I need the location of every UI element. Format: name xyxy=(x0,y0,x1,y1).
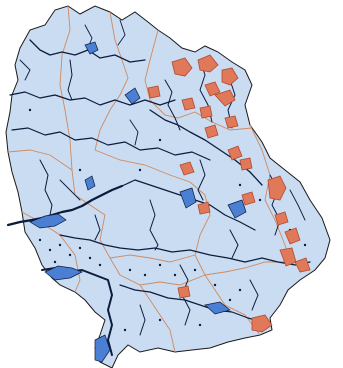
small-lake xyxy=(28,108,32,112)
river xyxy=(11,127,211,161)
small-lake xyxy=(78,168,82,172)
small-lake xyxy=(228,298,232,302)
small-lake xyxy=(158,263,162,267)
highlighted-area xyxy=(241,191,256,206)
lake xyxy=(227,199,247,219)
small-lake xyxy=(258,198,262,202)
district-border xyxy=(249,124,291,263)
small-lake xyxy=(48,248,52,252)
river xyxy=(139,304,146,336)
highlighted-areas xyxy=(147,54,311,333)
highlighted-area xyxy=(251,314,273,333)
river xyxy=(59,234,311,266)
small-lake xyxy=(78,246,82,250)
highlighted-area xyxy=(224,115,239,129)
highlighted-area xyxy=(294,257,311,273)
district-border xyxy=(204,274,261,336)
small-lake xyxy=(128,268,132,272)
river xyxy=(67,59,73,101)
lakes xyxy=(29,41,247,363)
lake-large xyxy=(44,265,83,281)
small-lake xyxy=(53,260,57,264)
highlighted-area xyxy=(204,124,219,139)
river xyxy=(229,229,239,259)
district-border xyxy=(109,254,196,263)
highlighted-area xyxy=(181,97,196,111)
rivers xyxy=(6,19,311,356)
small-lake xyxy=(238,288,242,292)
river xyxy=(117,19,126,46)
district-border xyxy=(109,257,206,286)
highlighted-area xyxy=(227,145,243,161)
lake xyxy=(204,301,231,315)
highlighted-area xyxy=(197,54,219,73)
district-border xyxy=(204,261,290,276)
small-lake xyxy=(68,253,72,257)
lake xyxy=(179,187,197,209)
highlighted-area xyxy=(197,201,211,215)
small-lake xyxy=(158,318,162,322)
lake-large xyxy=(29,213,67,229)
highlighted-area xyxy=(199,105,213,119)
river xyxy=(119,284,263,323)
small-lake xyxy=(58,243,62,247)
small-lake xyxy=(173,273,177,277)
small-lake xyxy=(123,328,127,332)
lake xyxy=(84,41,99,55)
small-lake xyxy=(213,283,217,287)
highlighted-area xyxy=(177,285,191,299)
river xyxy=(59,179,81,201)
small-lake xyxy=(38,238,42,242)
small-lake xyxy=(198,323,202,327)
district-border xyxy=(94,11,129,151)
small-lake xyxy=(143,273,147,277)
river xyxy=(94,214,101,241)
highlighted-area xyxy=(239,157,253,171)
highlighted-area xyxy=(171,57,193,77)
river xyxy=(39,159,53,216)
highlighted-area xyxy=(179,161,195,176)
district-border xyxy=(7,149,73,171)
river-main xyxy=(6,184,124,227)
highlighted-area xyxy=(284,227,301,245)
highlighted-area xyxy=(274,211,289,226)
district-border xyxy=(139,284,176,353)
highlighted-area xyxy=(204,81,221,97)
small-lake xyxy=(303,243,307,247)
small-lake xyxy=(98,263,102,267)
river xyxy=(197,159,206,201)
river xyxy=(149,199,159,251)
small-lake xyxy=(238,183,242,187)
small-lake xyxy=(138,168,142,172)
river xyxy=(129,119,139,146)
river xyxy=(249,279,259,311)
small-lake xyxy=(193,268,197,272)
small-lake xyxy=(158,138,162,142)
river xyxy=(289,189,306,221)
small-lake xyxy=(88,256,92,260)
district-borders xyxy=(7,5,291,353)
district-border xyxy=(94,149,211,276)
lake xyxy=(94,334,111,363)
highlighted-area xyxy=(214,89,236,107)
district-border xyxy=(59,5,111,259)
district-border xyxy=(144,29,253,131)
river xyxy=(19,59,31,81)
highlighted-area xyxy=(267,175,287,201)
highlighted-area xyxy=(221,67,239,86)
highlighted-area xyxy=(147,85,161,99)
lake xyxy=(124,87,141,105)
river xyxy=(29,39,146,63)
river xyxy=(9,91,176,106)
river xyxy=(164,79,181,131)
lake xyxy=(84,175,96,191)
region-outline xyxy=(5,5,331,368)
